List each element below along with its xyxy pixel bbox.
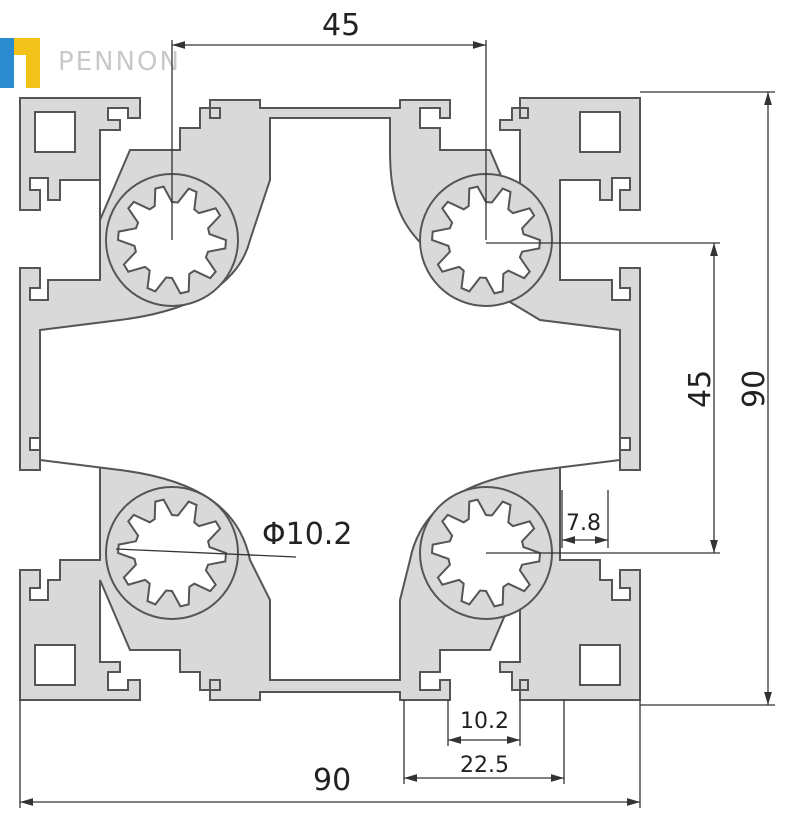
- center-holes: [105, 173, 553, 620]
- dim-width-90: 90: [19, 700, 641, 808]
- logo-mark-yellow: [14, 38, 40, 88]
- brand-logo: PENNON: [0, 38, 181, 88]
- dim-slot-bottom: 10.2 22.5: [403, 700, 565, 784]
- dim-slot-depth: 7.8: [561, 490, 609, 548]
- dim-label-top: 45: [322, 8, 360, 43]
- dim-label-slot-depth: 7.8: [566, 511, 601, 536]
- dim-label-right: 45: [683, 370, 718, 408]
- dim-hole-diameter: Φ10.2: [115, 517, 352, 558]
- dim-height-90: 90: [640, 91, 775, 706]
- logo-mark-blue: [0, 38, 14, 88]
- dim-label-slot-width: 22.5: [460, 753, 509, 778]
- star-hole-bl: [116, 498, 228, 608]
- corner-pocket-tl: [34, 111, 76, 153]
- dim-top-45: 45: [171, 8, 487, 240]
- corner-pocket-br: [579, 644, 621, 686]
- dim-label-width: 90: [313, 763, 351, 798]
- dim-label-hole: Φ10.2: [262, 517, 352, 552]
- dim-label-height: 90: [737, 370, 772, 408]
- dim-label-slot-opening: 10.2: [460, 709, 509, 734]
- corner-pocket-tr: [579, 111, 621, 153]
- dim-right-45: 45: [486, 242, 720, 554]
- aluminum-profile: [19, 97, 641, 701]
- logo-text: PENNON: [58, 47, 181, 77]
- corner-pocket-bl: [34, 644, 76, 686]
